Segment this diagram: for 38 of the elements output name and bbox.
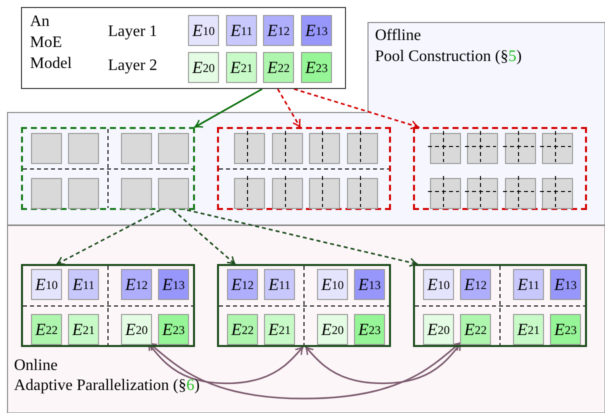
expert-slot	[234, 133, 265, 164]
replica-group	[217, 264, 391, 347]
replica-group	[21, 264, 195, 347]
section-title: Pool Construction (§5)	[375, 47, 522, 66]
pool-group	[217, 127, 391, 210]
expert-slot	[309, 133, 340, 164]
section-heading: Offline	[375, 26, 421, 45]
layer-label: Layer 2	[108, 56, 158, 75]
replica-group	[413, 264, 587, 347]
expert-slot	[309, 178, 340, 209]
expert-slot	[467, 178, 498, 209]
expert-slot	[158, 178, 189, 209]
expert-slot	[121, 133, 152, 164]
expert-slot	[347, 178, 378, 209]
pool-group	[21, 127, 195, 210]
section-heading: Online	[14, 356, 58, 375]
pool-group	[413, 127, 587, 210]
expert-slot	[272, 133, 303, 164]
model-box	[21, 7, 346, 89]
expert-slot	[430, 133, 461, 164]
expert-slot	[467, 133, 498, 164]
expert-slot	[121, 178, 152, 209]
expert-slot	[68, 133, 99, 164]
model-title: An MoE Model	[30, 12, 73, 74]
expert-slot	[347, 133, 378, 164]
expert-slot	[505, 178, 536, 209]
expert-slot	[505, 133, 536, 164]
expert-slot	[68, 178, 99, 209]
expert-slot	[272, 178, 303, 209]
expert-slot	[31, 178, 62, 209]
expert-slot	[234, 178, 265, 209]
layer-label: Layer 1	[108, 22, 158, 41]
expert-slot	[31, 133, 62, 164]
expert-slot	[158, 133, 189, 164]
expert-slot	[430, 178, 461, 209]
section-title: Adaptive Parallelization (§6)	[14, 376, 200, 395]
expert-slot	[542, 133, 573, 164]
expert-slot	[542, 178, 573, 209]
